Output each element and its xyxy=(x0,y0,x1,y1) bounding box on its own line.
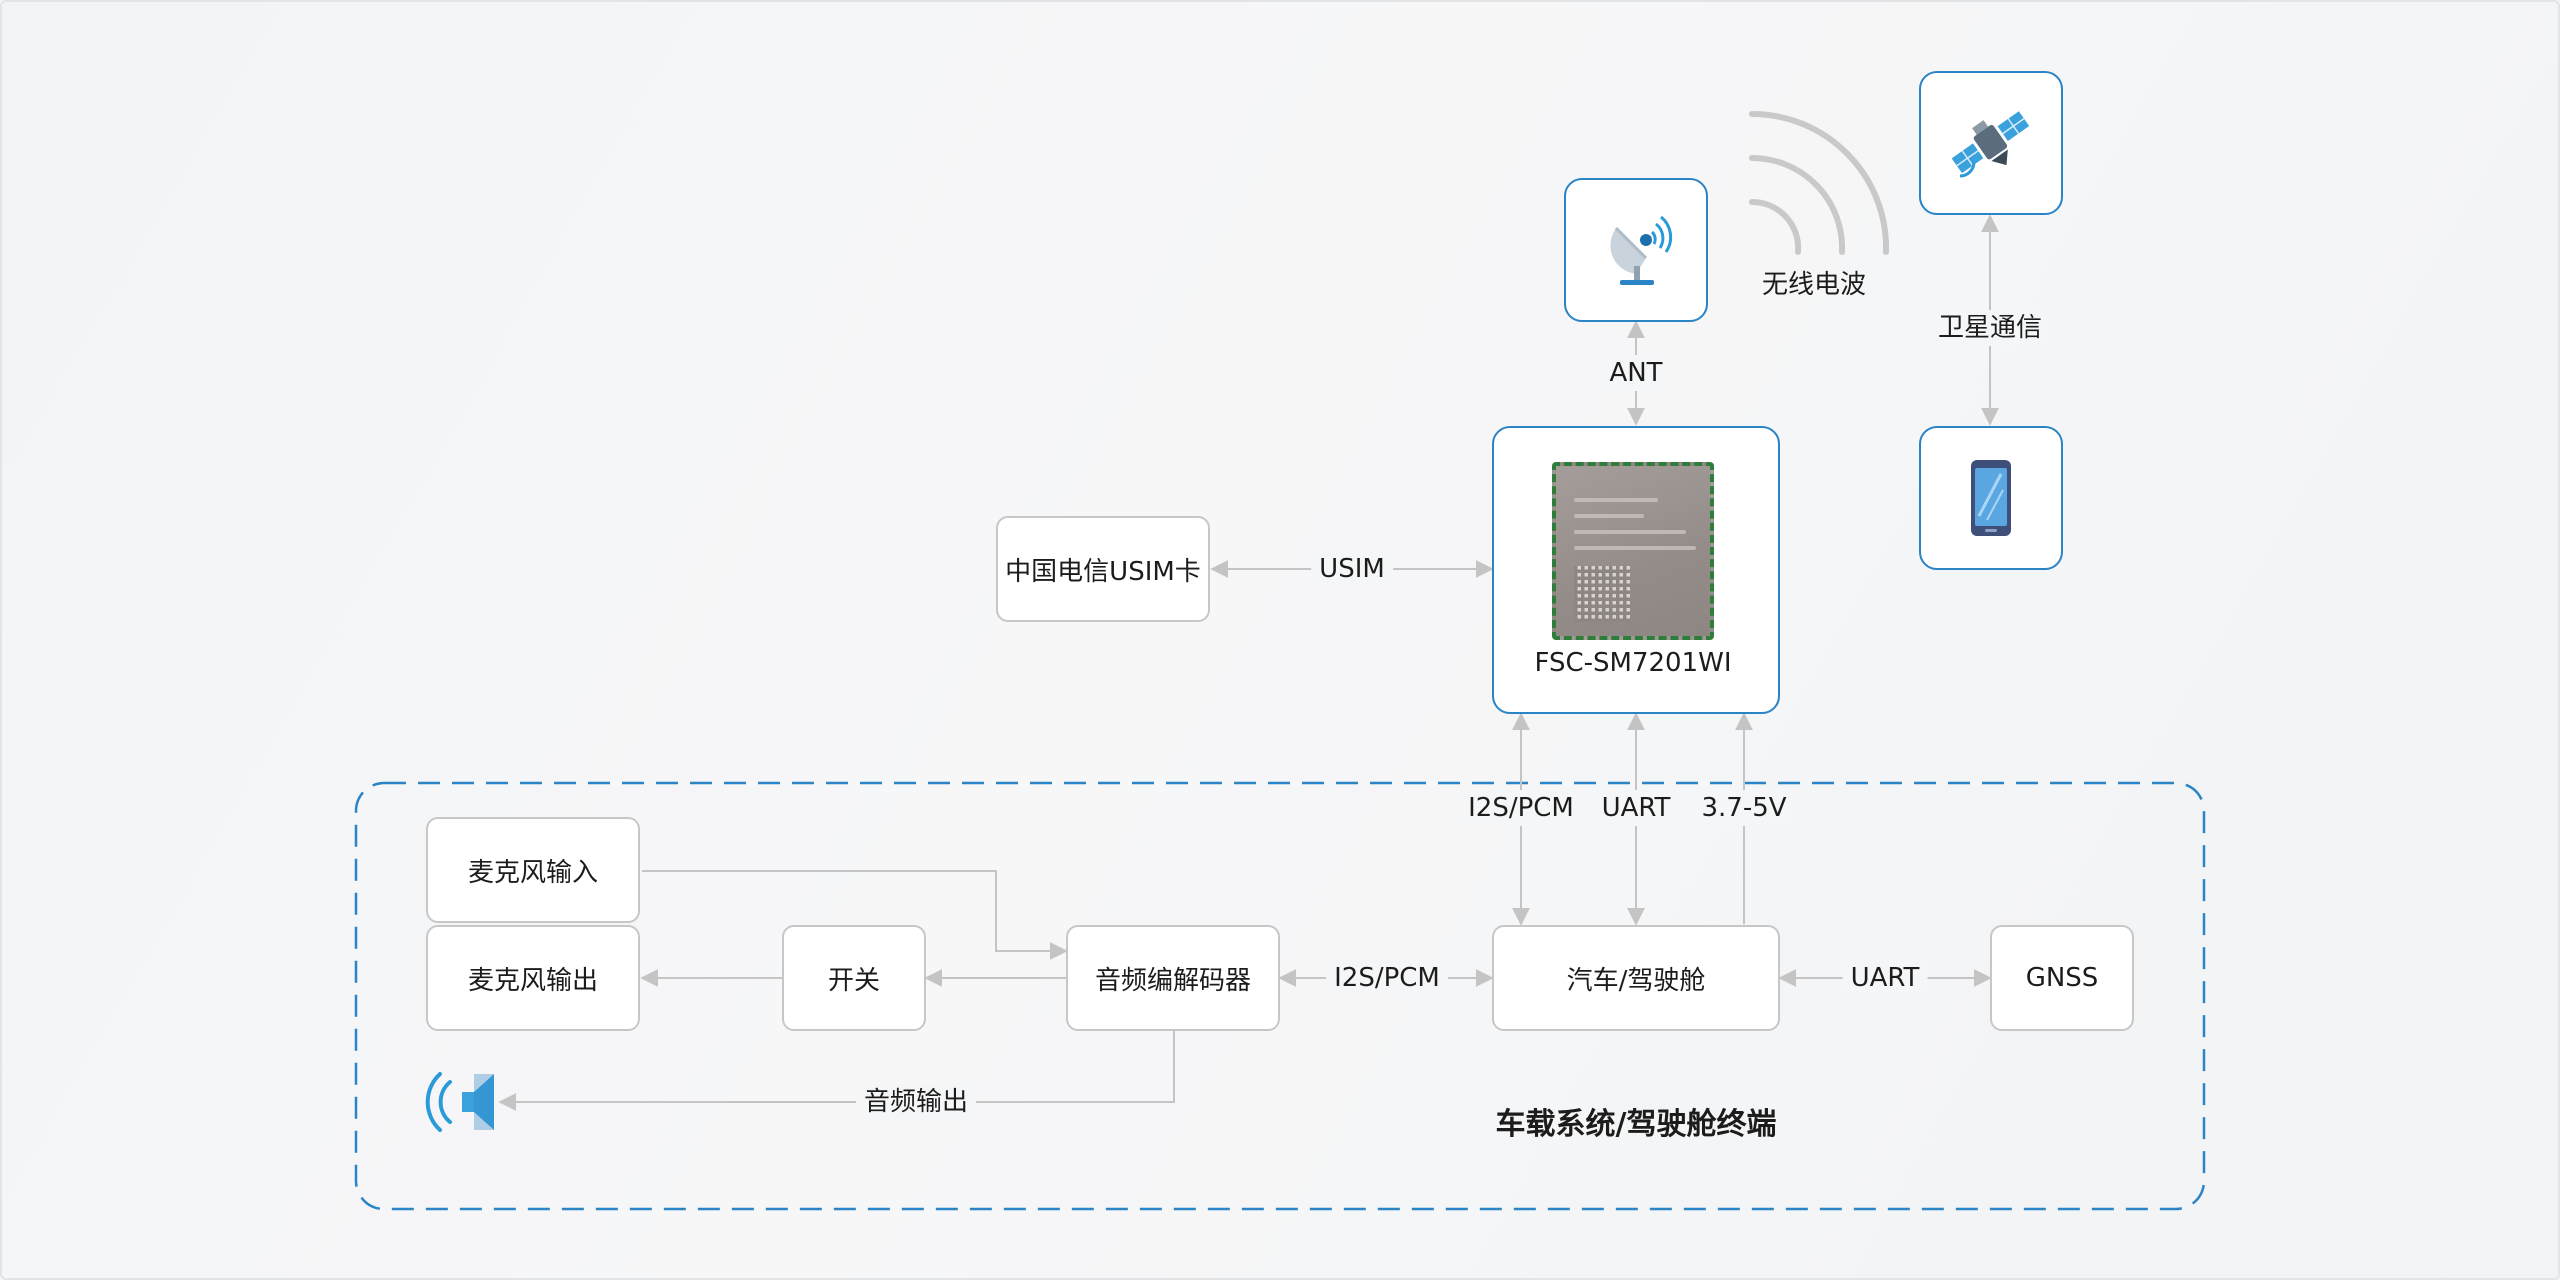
mic-output-label: 麦克风输出 xyxy=(467,965,598,996)
smartphone-node[interactable] xyxy=(1919,426,2063,570)
module-name-label: FSC-SM7201WI xyxy=(1534,648,1732,678)
gnss-label: GNSS xyxy=(2025,963,2099,993)
edge-label-ant: ANT xyxy=(1601,355,1671,391)
edge-label-uart-gnss: UART xyxy=(1842,960,1928,996)
car-cockpit-node[interactable]: 汽车/驾驶舱 xyxy=(1492,925,1780,1031)
antenna-dish-icon xyxy=(1610,215,1673,285)
usim-card-label: 中国电信USIM卡 xyxy=(1005,556,1201,587)
vehicle-region-border xyxy=(354,781,2206,1211)
satellite-icon xyxy=(1951,111,2030,178)
vehicle-region-title: 车载系统/驾驶舱终端 xyxy=(1495,1107,1777,1142)
speaker-icon[interactable] xyxy=(424,1068,504,1136)
audio-codec-label: 音频编解码器 xyxy=(1094,965,1251,996)
mic-input-node[interactable]: 麦克风输入 xyxy=(426,817,640,923)
radio-wave-icon xyxy=(1749,111,1890,255)
edge-audio-out xyxy=(498,1031,1175,1111)
gnss-node[interactable]: GNSS xyxy=(1990,925,2134,1031)
edge-label-uart-up: UART xyxy=(1593,790,1679,826)
edge-label-i2s-pcm-codec: I2S/PCM xyxy=(1326,960,1448,996)
edge-label-power: 3.7-5V xyxy=(1693,790,1795,826)
edge-label-i2s-pcm-up: I2S/PCM xyxy=(1460,790,1582,826)
switch-node[interactable]: 开关 xyxy=(782,925,926,1031)
switch-label: 开关 xyxy=(827,965,880,996)
module-chip-icon xyxy=(1552,462,1714,640)
edge-label-usim: USIM xyxy=(1311,551,1393,587)
edge-mic-in-codec xyxy=(642,870,1068,960)
usim-card-node[interactable]: 中国电信USIM卡 xyxy=(996,516,1210,622)
edge-label-radio-waves: 无线电波 xyxy=(1761,270,1867,300)
edge-label-satellite-comm: 卫星通信 xyxy=(1929,310,2051,346)
mic-output-node[interactable]: 麦克风输出 xyxy=(426,925,640,1031)
audio-codec-node[interactable]: 音频编解码器 xyxy=(1066,925,1280,1031)
smartphone-icon xyxy=(1971,460,2011,536)
edge-label-audio-out: 音频输出 xyxy=(855,1084,977,1120)
mic-input-label: 麦克风输入 xyxy=(467,857,598,888)
car-cockpit-label: 汽车/驾驶舱 xyxy=(1566,965,1706,996)
satellite-node[interactable] xyxy=(1919,71,2063,215)
base-station-node[interactable] xyxy=(1564,178,1708,322)
